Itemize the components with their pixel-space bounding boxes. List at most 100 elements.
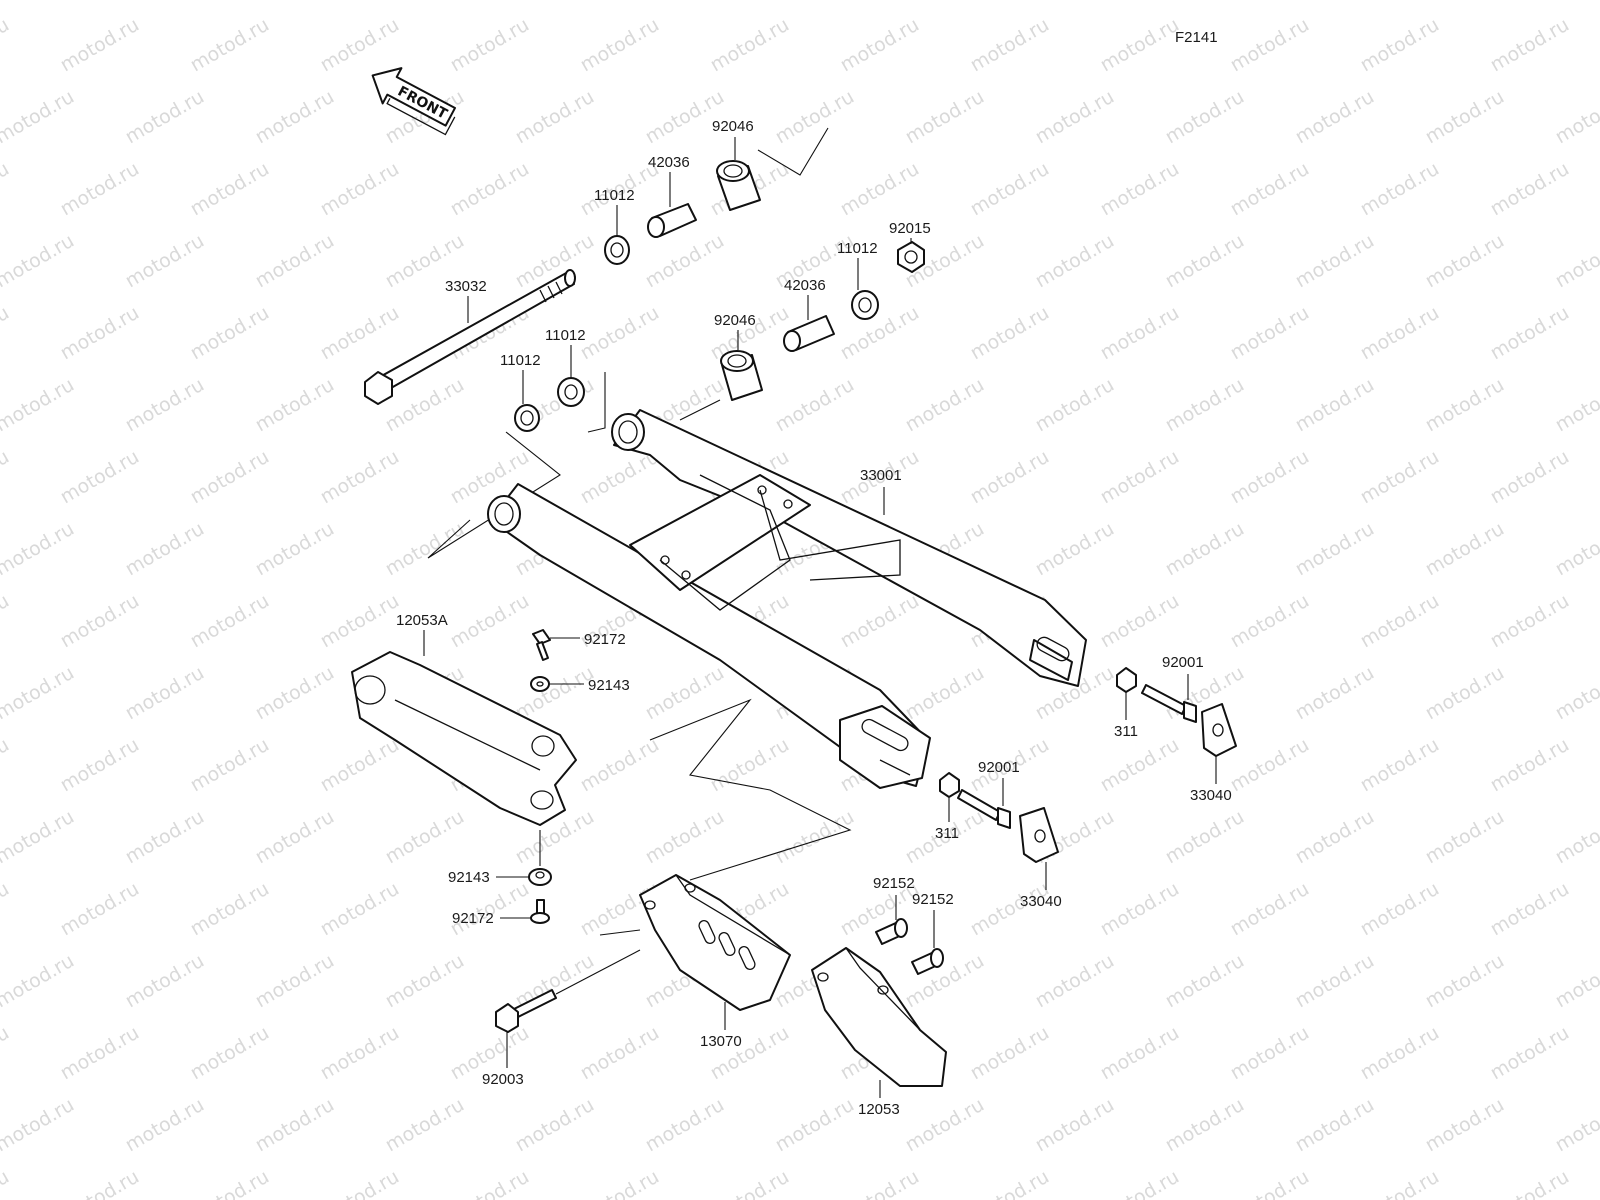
watermark-text: motod.ru [1422, 1094, 1508, 1157]
watermark-text: motod.ru [1292, 806, 1378, 869]
watermark-text: motod.ru [1487, 1022, 1573, 1085]
watermark-text: motod.ru [0, 446, 13, 509]
watermark-text: motod.ru [0, 878, 13, 941]
watermark-text: motod.ru [0, 734, 13, 797]
watermark-text: motod.ru [0, 950, 78, 1013]
screw-92172-top [532, 629, 580, 661]
watermark-text: motod.ru [577, 734, 663, 797]
watermark-text: motod.ru [0, 158, 13, 221]
watermark-text: motod.ru [512, 0, 598, 4]
watermark-text: motod.ru [1162, 518, 1248, 581]
watermark-text: motod.ru [1357, 1166, 1443, 1200]
watermark-text: motod.ru [707, 734, 793, 797]
part-label-92152-b: 92152 [912, 891, 954, 908]
watermark-text: motod.ru [187, 590, 273, 653]
watermark-text: motod.ru [707, 1022, 793, 1085]
watermark-text: motod.ru [967, 446, 1053, 509]
watermark-text: motod.ru [317, 158, 403, 221]
watermark-text: motod.ru [1552, 374, 1600, 437]
nut-92015 [897, 238, 925, 273]
part-label-92001-left: 92001 [978, 759, 1020, 776]
part-label-92152-a: 92152 [873, 875, 915, 892]
watermark-text: motod.ru [0, 662, 78, 725]
watermark-text: motod.ru [642, 86, 728, 149]
watermark-text: motod.ru [0, 0, 78, 4]
watermark-text: motod.ru [967, 14, 1053, 77]
watermark-text: motod.ru [252, 230, 338, 293]
watermark-text: motod.ru [1552, 950, 1600, 1013]
watermark-text: motod.ru [1162, 1094, 1248, 1157]
washer-92143-bottom [496, 830, 552, 886]
watermark-text: motod.ru [1292, 662, 1378, 725]
watermark-text: motod.ru [0, 374, 78, 437]
watermark-text: motod.ru [1292, 86, 1378, 149]
screw-92172-bottom [500, 899, 550, 924]
watermark-text: motod.ru [57, 302, 143, 365]
watermark-text: motod.ru [252, 374, 338, 437]
watermark-text: motod.ru [122, 374, 208, 437]
watermark-text: motod.ru [1292, 230, 1378, 293]
watermark-text: motod.ru [642, 230, 728, 293]
watermark-text: motod.ru [0, 302, 13, 365]
watermark-text: motod.ru [1162, 0, 1248, 4]
pin-92152-b [911, 910, 944, 975]
watermark-text: motod.ru [57, 590, 143, 653]
watermark-text: motod.ru [1292, 518, 1378, 581]
bolt-92001-left [957, 778, 1011, 829]
bearing-92046-top [716, 137, 761, 211]
watermark-text: motod.ru [187, 446, 273, 509]
watermark-text: motod.ru [642, 1094, 728, 1157]
pivot-shaft-33032 [364, 269, 576, 405]
watermark-text: motod.ru [57, 1022, 143, 1085]
nut-311-left [939, 772, 960, 822]
watermark-text: motod.ru [642, 0, 728, 4]
part-label-33040-left: 33040 [1020, 893, 1062, 910]
watermark-text: motod.ru [0, 230, 78, 293]
watermark-text: motod.ru [1422, 374, 1508, 437]
watermark-text: motod.ru [577, 1166, 663, 1200]
watermark-text: motod.ru [1032, 374, 1118, 437]
watermark-text: motod.ru [0, 518, 78, 581]
watermark-text: motod.ru [1097, 1022, 1183, 1085]
watermark-text: motod.ru [772, 806, 858, 869]
watermark-text: motod.ru [1552, 0, 1600, 4]
watermark-text: motod.ru [0, 1166, 13, 1200]
watermark-text: motod.ru [1292, 0, 1378, 4]
part-label-92172-bottom: 92172 [452, 910, 494, 927]
watermark-text: motod.ru [1227, 302, 1313, 365]
chain-slider-12053A [351, 630, 577, 826]
watermark-text: motod.ru [772, 374, 858, 437]
part-label-92015: 92015 [889, 220, 931, 237]
watermark-text: motod.ru [122, 518, 208, 581]
watermark-text: motod.ru [252, 518, 338, 581]
part-label-11012-top: 11012 [594, 187, 635, 204]
collar-11012-right [851, 258, 879, 320]
part-label-92003: 92003 [482, 1071, 524, 1088]
watermark-text: motod.ru [122, 230, 208, 293]
watermark-text: motod.ru [1357, 302, 1443, 365]
watermark-text: motod.ru [317, 1166, 403, 1200]
watermark-text: motod.ru [1097, 1166, 1183, 1200]
watermark-text: motod.ru [1032, 230, 1118, 293]
watermark-text: motod.ru [317, 590, 403, 653]
watermark-text: motod.ru [1552, 1094, 1600, 1157]
watermark-text: motod.ru [1357, 158, 1443, 221]
part-label-92172-top: 92172 [584, 631, 626, 648]
watermark-text: motod.ru [187, 14, 273, 77]
part-label-92046-mid: 92046 [714, 312, 756, 329]
watermark-text: motod.ru [57, 734, 143, 797]
watermark-text: motod.ru [1162, 230, 1248, 293]
watermark-text: motod.ru [252, 806, 338, 869]
watermark-text: motod.ru [1357, 446, 1443, 509]
watermark-text: motod.ru [57, 158, 143, 221]
watermark-text: motod.ru [252, 0, 338, 4]
watermark-text: motod.ru [707, 14, 793, 77]
watermark-text: motod.ru [122, 1094, 208, 1157]
watermark-text: motod.ru [1097, 446, 1183, 509]
watermark-text: motod.ru [1487, 302, 1573, 365]
watermark-text: motod.ru [382, 950, 468, 1013]
watermark-text: motod.ru [122, 806, 208, 869]
watermark-text: motod.ru [1552, 518, 1600, 581]
watermark-text: motod.ru [707, 1166, 793, 1200]
